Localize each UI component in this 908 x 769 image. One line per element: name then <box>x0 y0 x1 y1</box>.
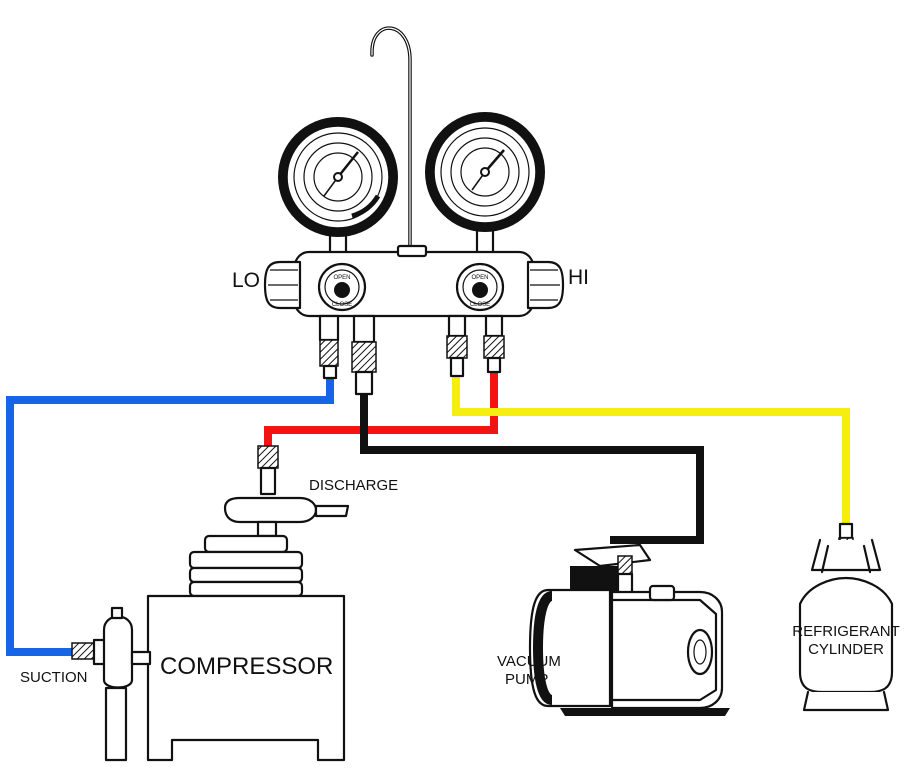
vacuum-pump-label-line2: PUMP <box>505 671 548 688</box>
high-valve-close-label: CLOSE <box>470 302 490 308</box>
manifold-ports <box>318 314 505 396</box>
vacuum-pump-label-line1: VACUUM <box>497 653 561 670</box>
low-valve: OPEN CLOSE <box>317 262 367 312</box>
compressor-body <box>146 594 346 762</box>
hi-label: HI <box>568 266 589 289</box>
red-discharge-hose <box>264 372 498 446</box>
manifold-gauge-set: OPEN CLOSE OPEN CLOSE LO HI <box>232 26 589 396</box>
hoses <box>6 372 850 656</box>
discharge-label: DISCHARGE <box>309 477 398 494</box>
vacuum-pump: VACUUM PUMP <box>497 543 730 716</box>
lo-label: LO <box>232 269 260 292</box>
cylinder-label-line2: CYLINDER <box>808 641 884 658</box>
compressor-label: COMPRESSOR <box>160 653 333 680</box>
refrigerant-cylinder: REFRIGERANT CYLINDER <box>792 522 900 712</box>
high-valve-open-label: OPEN <box>471 275 488 281</box>
high-pressure-gauge <box>425 112 545 232</box>
blue-suction-hose <box>6 378 334 656</box>
high-valve-knob-icon <box>472 282 488 298</box>
low-valve-close-label: CLOSE <box>332 302 352 308</box>
cylinder-body <box>798 576 894 694</box>
low-valve-knob-icon <box>334 282 350 298</box>
low-valve-open-label: OPEN <box>333 275 350 281</box>
compressor: COMPRESSOR <box>71 445 350 762</box>
yellow-charging-hose <box>452 376 850 526</box>
low-pressure-gauge <box>278 117 398 237</box>
cylinder-label-line1: REFRIGERANT <box>792 623 900 640</box>
high-valve: OPEN CLOSE <box>455 262 505 312</box>
black-vacuum-hose <box>360 394 704 544</box>
suction-label: SUCTION <box>20 669 88 686</box>
